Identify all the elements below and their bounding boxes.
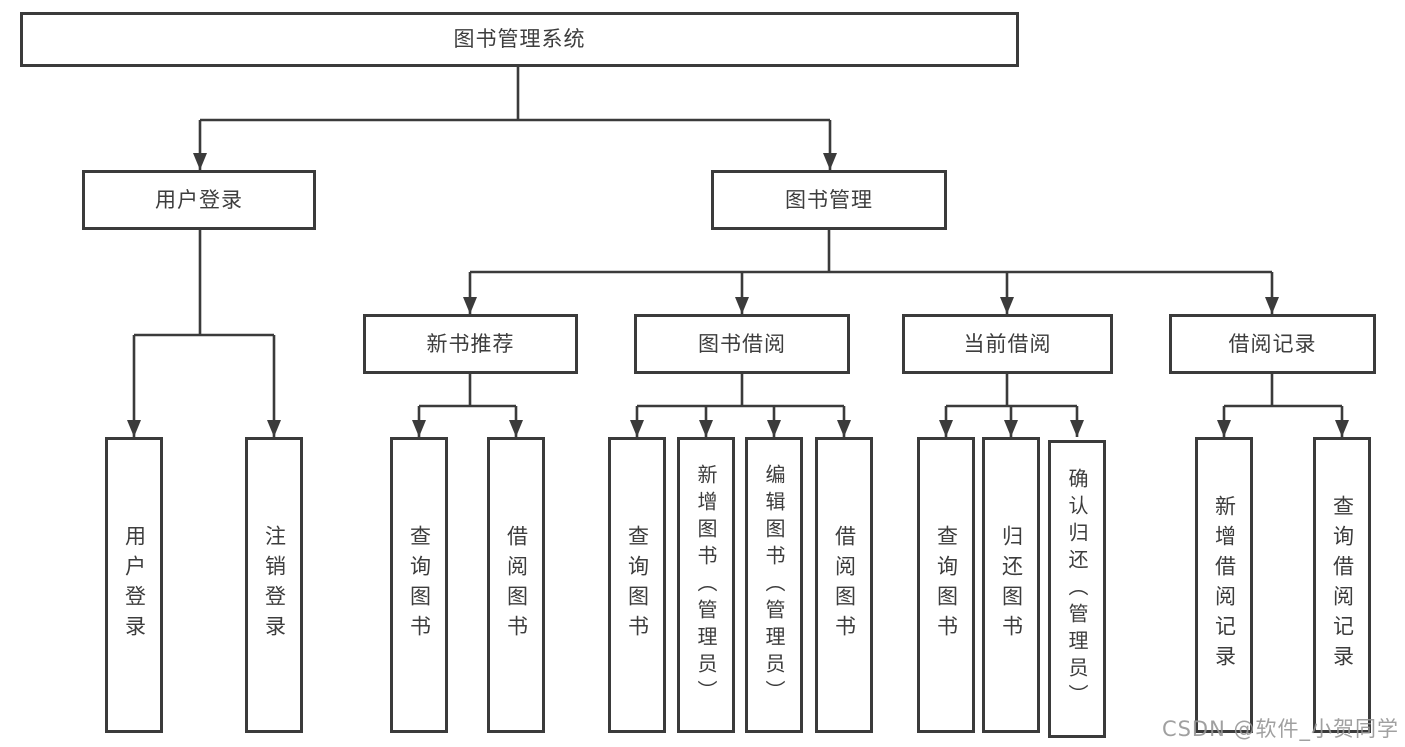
leaf-add-borrow-record: 新增借阅记录 [1195,437,1253,733]
node-current-borrow: 当前借阅 [902,314,1113,374]
leaf-query-books-b: 查询图书 [608,437,666,733]
leaf-user-login: 用户登录 [105,437,163,733]
node-new-book-recommend: 新书推荐 [363,314,578,374]
node-user-login: 用户登录 [82,170,316,230]
node-root: 图书管理系统 [20,12,1019,67]
leaf-confirm-return-admin: 确认归还（管理员） [1048,440,1106,738]
node-book-management: 图书管理 [711,170,947,230]
leaf-query-books-a: 查询图书 [390,437,448,733]
leaf-return-book: 归还图书 [982,437,1040,733]
leaf-query-borrow-record: 查询借阅记录 [1313,437,1371,733]
leaf-borrow-books-a: 借阅图书 [487,437,545,733]
leaf-borrow-books-b: 借阅图书 [815,437,873,733]
node-book-borrow: 图书借阅 [634,314,850,374]
leaf-query-books-c: 查询图书 [917,437,975,733]
watermark-text: CSDN @软件_小贺同学 [1161,717,1399,741]
leaf-add-book-admin: 新增图书（管理员） [677,437,735,733]
leaf-edit-book-admin: 编辑图书（管理员） [745,437,803,733]
node-borrow-records: 借阅记录 [1169,314,1376,374]
leaf-logout: 注销登录 [245,437,303,733]
